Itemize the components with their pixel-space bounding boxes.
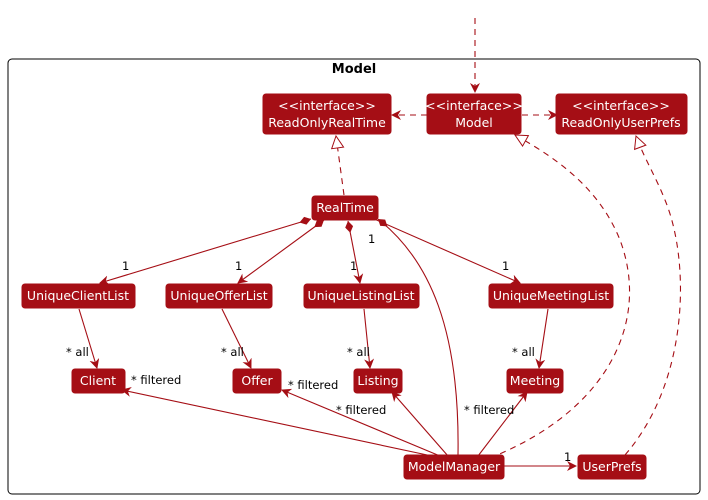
model-package-title: Model <box>332 62 376 77</box>
rt-meeting-multiplicity: 1 <box>502 259 509 273</box>
realtime-to-uniqueclientlist-edge <box>99 216 312 286</box>
svg-text:ModelManager: ModelManager <box>408 459 501 474</box>
svg-text:<<interface>>: <<interface>> <box>425 98 523 113</box>
rt-client-multiplicity: 1 <box>122 259 129 273</box>
uniquemeetinglist-to-meeting-edge <box>535 308 549 369</box>
node-model: <<interface>> Model <box>425 93 523 135</box>
node-userprefs: UserPrefs <box>577 454 647 480</box>
svg-text:UniqueOfferList: UniqueOfferList <box>170 288 267 303</box>
realtime-to-uniquemeetinglist-edge <box>371 217 521 284</box>
svg-text:UserPrefs: UserPrefs <box>582 459 641 474</box>
modelmanager-realizes-model-edge <box>489 135 631 459</box>
uniqueclientlist-to-client-edge <box>78 308 100 369</box>
rt-manager-multiplicity: 1 <box>368 232 375 246</box>
svg-text:Model: Model <box>455 115 493 130</box>
svg-text:Meeting: Meeting <box>510 373 560 388</box>
userprefs-realizes-readonlyuserprefs-edge <box>624 136 681 456</box>
node-uniquemeetinglist: UniqueMeetingList <box>488 283 614 309</box>
listing-filtered-label: * filtered <box>336 403 386 417</box>
node-modelmanager: ModelManager <box>403 454 505 480</box>
modelmanager-to-offer-edge <box>281 388 441 457</box>
uniquelistinglist-to-listing-edge <box>363 308 375 369</box>
edges <box>78 18 681 471</box>
svg-text:UniqueMeetingList: UniqueMeetingList <box>493 288 609 303</box>
modelmanager-to-meeting-edge <box>477 391 528 457</box>
realtime-to-uniquelistinglist-edge <box>345 220 364 284</box>
listing-all-label: * all <box>347 345 370 359</box>
uniqueofferlist-to-offer-edge <box>221 308 252 369</box>
offer-all-label: * all <box>221 345 244 359</box>
edge-labels: 1 1 1 1 1 * all * all * all * all * filt… <box>66 232 571 464</box>
offer-filtered-label: * filtered <box>288 378 338 392</box>
node-realtime: RealTime <box>311 195 379 221</box>
client-filtered-label: * filtered <box>131 373 181 387</box>
rt-offer-multiplicity: 1 <box>235 259 242 273</box>
svg-text:ReadOnlyUserPrefs: ReadOnlyUserPrefs <box>561 115 680 130</box>
svg-text:UniqueClientList: UniqueClientList <box>27 288 129 303</box>
realtime-to-uniqueofferlist-edge <box>237 219 325 284</box>
model-package-frame <box>7 58 701 495</box>
node-uniquelistinglist: UniqueListingList <box>303 283 420 309</box>
node-offer: Offer <box>232 368 282 394</box>
svg-text:RealTime: RealTime <box>316 200 374 215</box>
meeting-all-label: * all <box>512 345 535 359</box>
modelmanager-to-listing-edge <box>391 391 449 457</box>
node-client: Client <box>71 368 126 394</box>
realtime-to-modelmanager-edge <box>377 218 459 456</box>
realtime-realizes-readonlyrealtime-edge <box>336 136 345 196</box>
svg-text:<<interface>>: <<interface>> <box>278 98 376 113</box>
rt-listing-multiplicity: 1 <box>350 259 357 273</box>
meeting-filtered-label: * filtered <box>464 403 514 417</box>
svg-text:Listing: Listing <box>357 373 398 388</box>
node-uniqueofferlist: UniqueOfferList <box>165 283 273 309</box>
node-uniqueclientlist: UniqueClientList <box>21 283 136 309</box>
userprefs-multiplicity: 1 <box>564 450 571 464</box>
svg-text:Offer: Offer <box>241 373 273 388</box>
svg-text:<<interface>>: <<interface>> <box>572 98 670 113</box>
client-all-label: * all <box>66 345 89 359</box>
svg-text:Client: Client <box>80 373 116 388</box>
modelmanager-to-client-edge <box>121 386 433 457</box>
node-readonlyrealtime: <<interface>> ReadOnlyRealTime <box>262 93 392 135</box>
node-listing: Listing <box>353 368 403 394</box>
svg-text:UniqueListingList: UniqueListingList <box>307 288 414 303</box>
svg-text:ReadOnlyRealTime: ReadOnlyRealTime <box>268 115 386 130</box>
node-meeting: Meeting <box>506 368 564 394</box>
node-readonlyuserprefs: <<interface>> ReadOnlyUserPrefs <box>555 93 688 135</box>
